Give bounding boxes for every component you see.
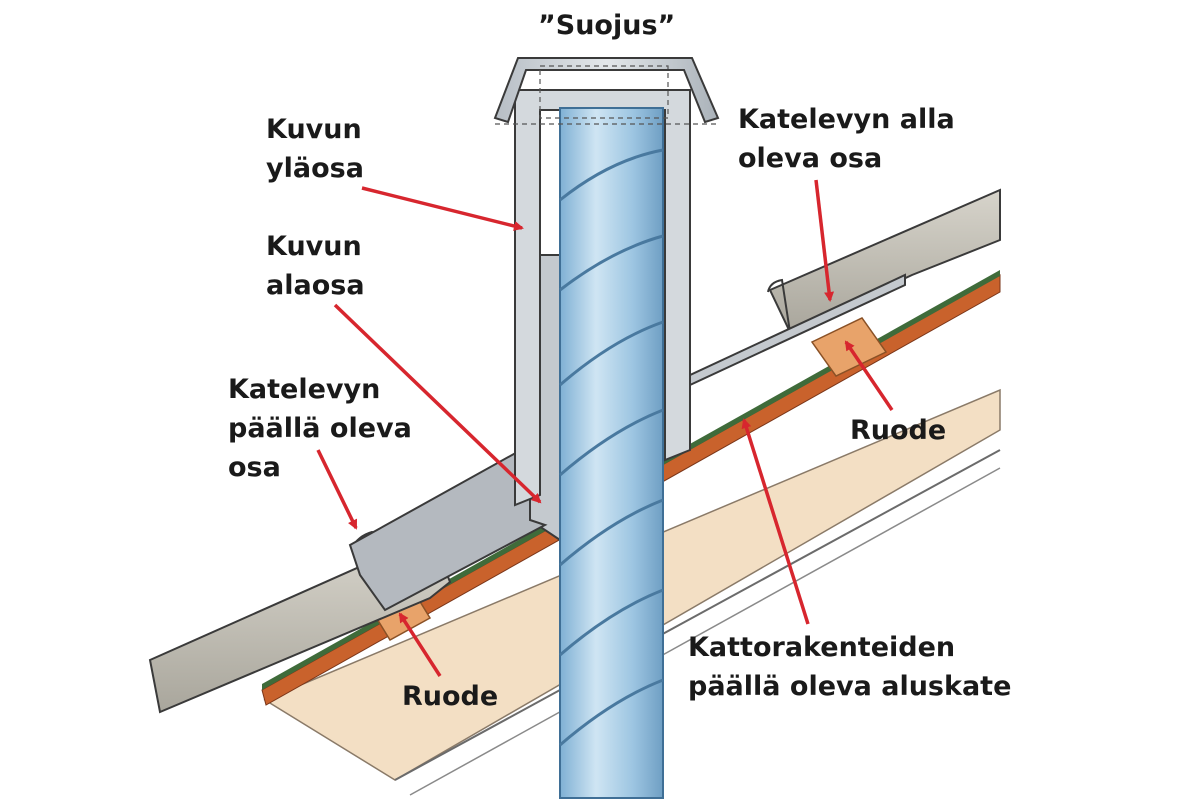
arrow-katelevyn-paalla xyxy=(316,449,358,530)
label-katelevyn-alla-line-1: Katelevyn alla xyxy=(738,104,955,135)
label-aluskate-line-1: Kattorakenteiden xyxy=(688,632,956,663)
label-aluskate: Kattorakenteiden päällä oleva aluskate xyxy=(688,628,1011,706)
collar-upper xyxy=(514,89,691,507)
arrow-katelevyn-alla xyxy=(814,179,835,302)
rain-cap-hidden-outline xyxy=(539,65,669,119)
roof-sheet-right-lip xyxy=(767,278,791,333)
pipe-body xyxy=(559,107,664,799)
label-kuvun-alaosa-line-1: Kuvun xyxy=(266,231,362,262)
label-katelevyn-paalla: Katelevyn päällä oleva osa xyxy=(228,370,412,487)
arrow-kuvun-ylaosa xyxy=(361,186,524,231)
arrow-ruode-left xyxy=(398,612,442,677)
label-ruode-right: Ruode xyxy=(850,415,947,446)
label-kuvun-alaosa-line-2: alaosa xyxy=(266,270,365,301)
label-katelevyn-paalla-line-1: Katelevyn xyxy=(228,374,381,405)
label-suojus: ”Suojus” xyxy=(538,10,676,41)
label-katelevyn-paalla-line-2: päällä oleva xyxy=(228,413,412,444)
arrow-ruode-right xyxy=(844,340,894,411)
roof-lower-edge-line-2 xyxy=(409,467,1001,796)
pipe-spiral-seams xyxy=(559,148,664,747)
arrow-aluskate xyxy=(741,418,810,625)
arrow-kuvun-alaosa xyxy=(333,303,542,504)
label-kuvun-ylaosa-line-2: yläosa xyxy=(266,153,364,184)
label-katelevyn-paalla-line-3: osa xyxy=(228,452,281,483)
rain-cap xyxy=(493,57,720,124)
label-kuvun-alaosa: Kuvun alaosa xyxy=(266,227,365,305)
label-kuvun-ylaosa-line-1: Kuvun xyxy=(266,114,362,145)
label-ruode-left: Ruode xyxy=(402,681,499,712)
label-katelevyn-alla-line-2: oleva osa xyxy=(738,143,883,174)
label-aluskate-line-2: päällä oleva aluskate xyxy=(688,671,1012,702)
roof-lower-edge-line xyxy=(394,449,1001,781)
label-kuvun-ylaosa: Kuvun yläosa xyxy=(266,110,364,188)
label-katelevyn-alla: Katelevyn alla oleva osa xyxy=(738,100,955,178)
callout-arrows xyxy=(316,179,894,677)
